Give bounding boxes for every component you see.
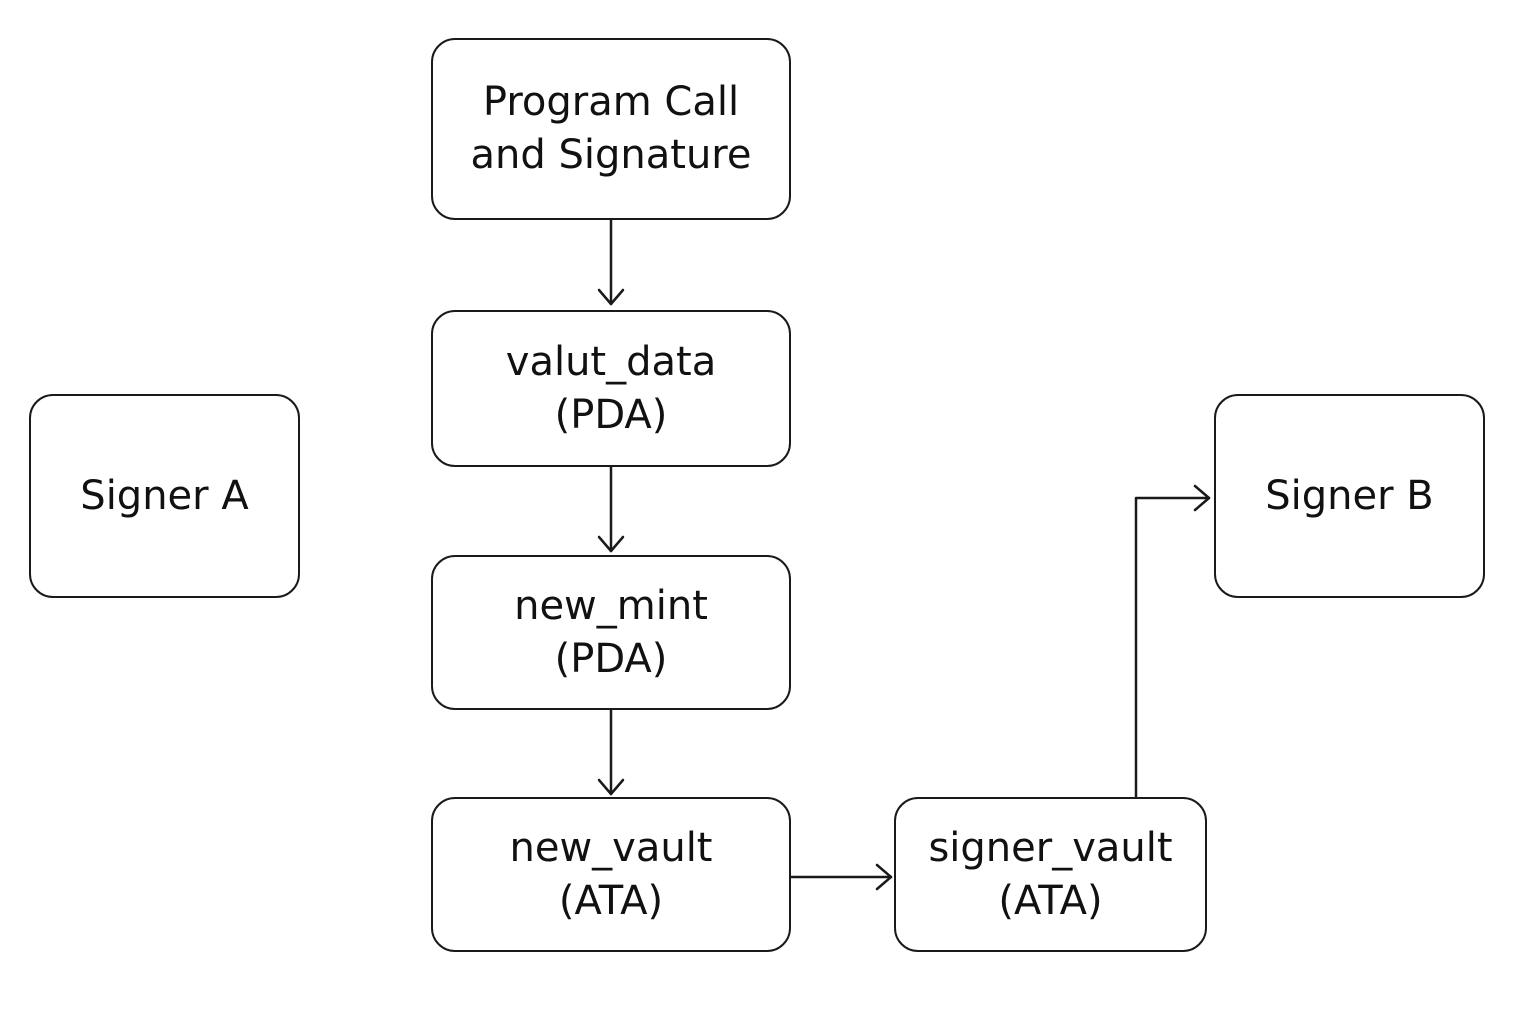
signer-a-node: Signer A <box>29 394 300 598</box>
arrow-signer-vault-to-signer-b <box>1134 484 1211 799</box>
arrow-mint-to-vault <box>597 708 625 796</box>
node-label-line1: new_mint <box>514 582 708 629</box>
new-vault-node: new_vault (ATA) <box>431 797 791 952</box>
node-label-line1: Program Call <box>482 79 740 125</box>
arrow-valut-to-mint <box>597 465 625 553</box>
node-label-line2: (PDA) <box>554 391 668 438</box>
node-label-line1: signer_vault <box>928 824 1173 871</box>
node-label-line1: valut_data <box>505 338 717 385</box>
node-label-line2: (PDA) <box>554 635 668 682</box>
node-label-line2: and Signature <box>470 132 752 178</box>
valut-data-node: valut_data (PDA) <box>431 310 791 467</box>
arrow-vault-to-signer-vault <box>789 863 893 891</box>
node-label: Signer A <box>80 472 249 519</box>
node-label-line2: (ATA) <box>998 877 1103 924</box>
program-call-node: Program Call and Signature <box>431 38 791 220</box>
new-mint-node: new_mint (PDA) <box>431 555 791 710</box>
node-label-line2: (ATA) <box>558 877 664 924</box>
node-label-line1: new_vault <box>509 824 713 871</box>
arrow-program-to-valut <box>597 218 625 306</box>
signer-b-node: Signer B <box>1214 394 1485 598</box>
node-label: Signer B <box>1265 472 1434 519</box>
signer-vault-node: signer_vault (ATA) <box>894 797 1207 952</box>
